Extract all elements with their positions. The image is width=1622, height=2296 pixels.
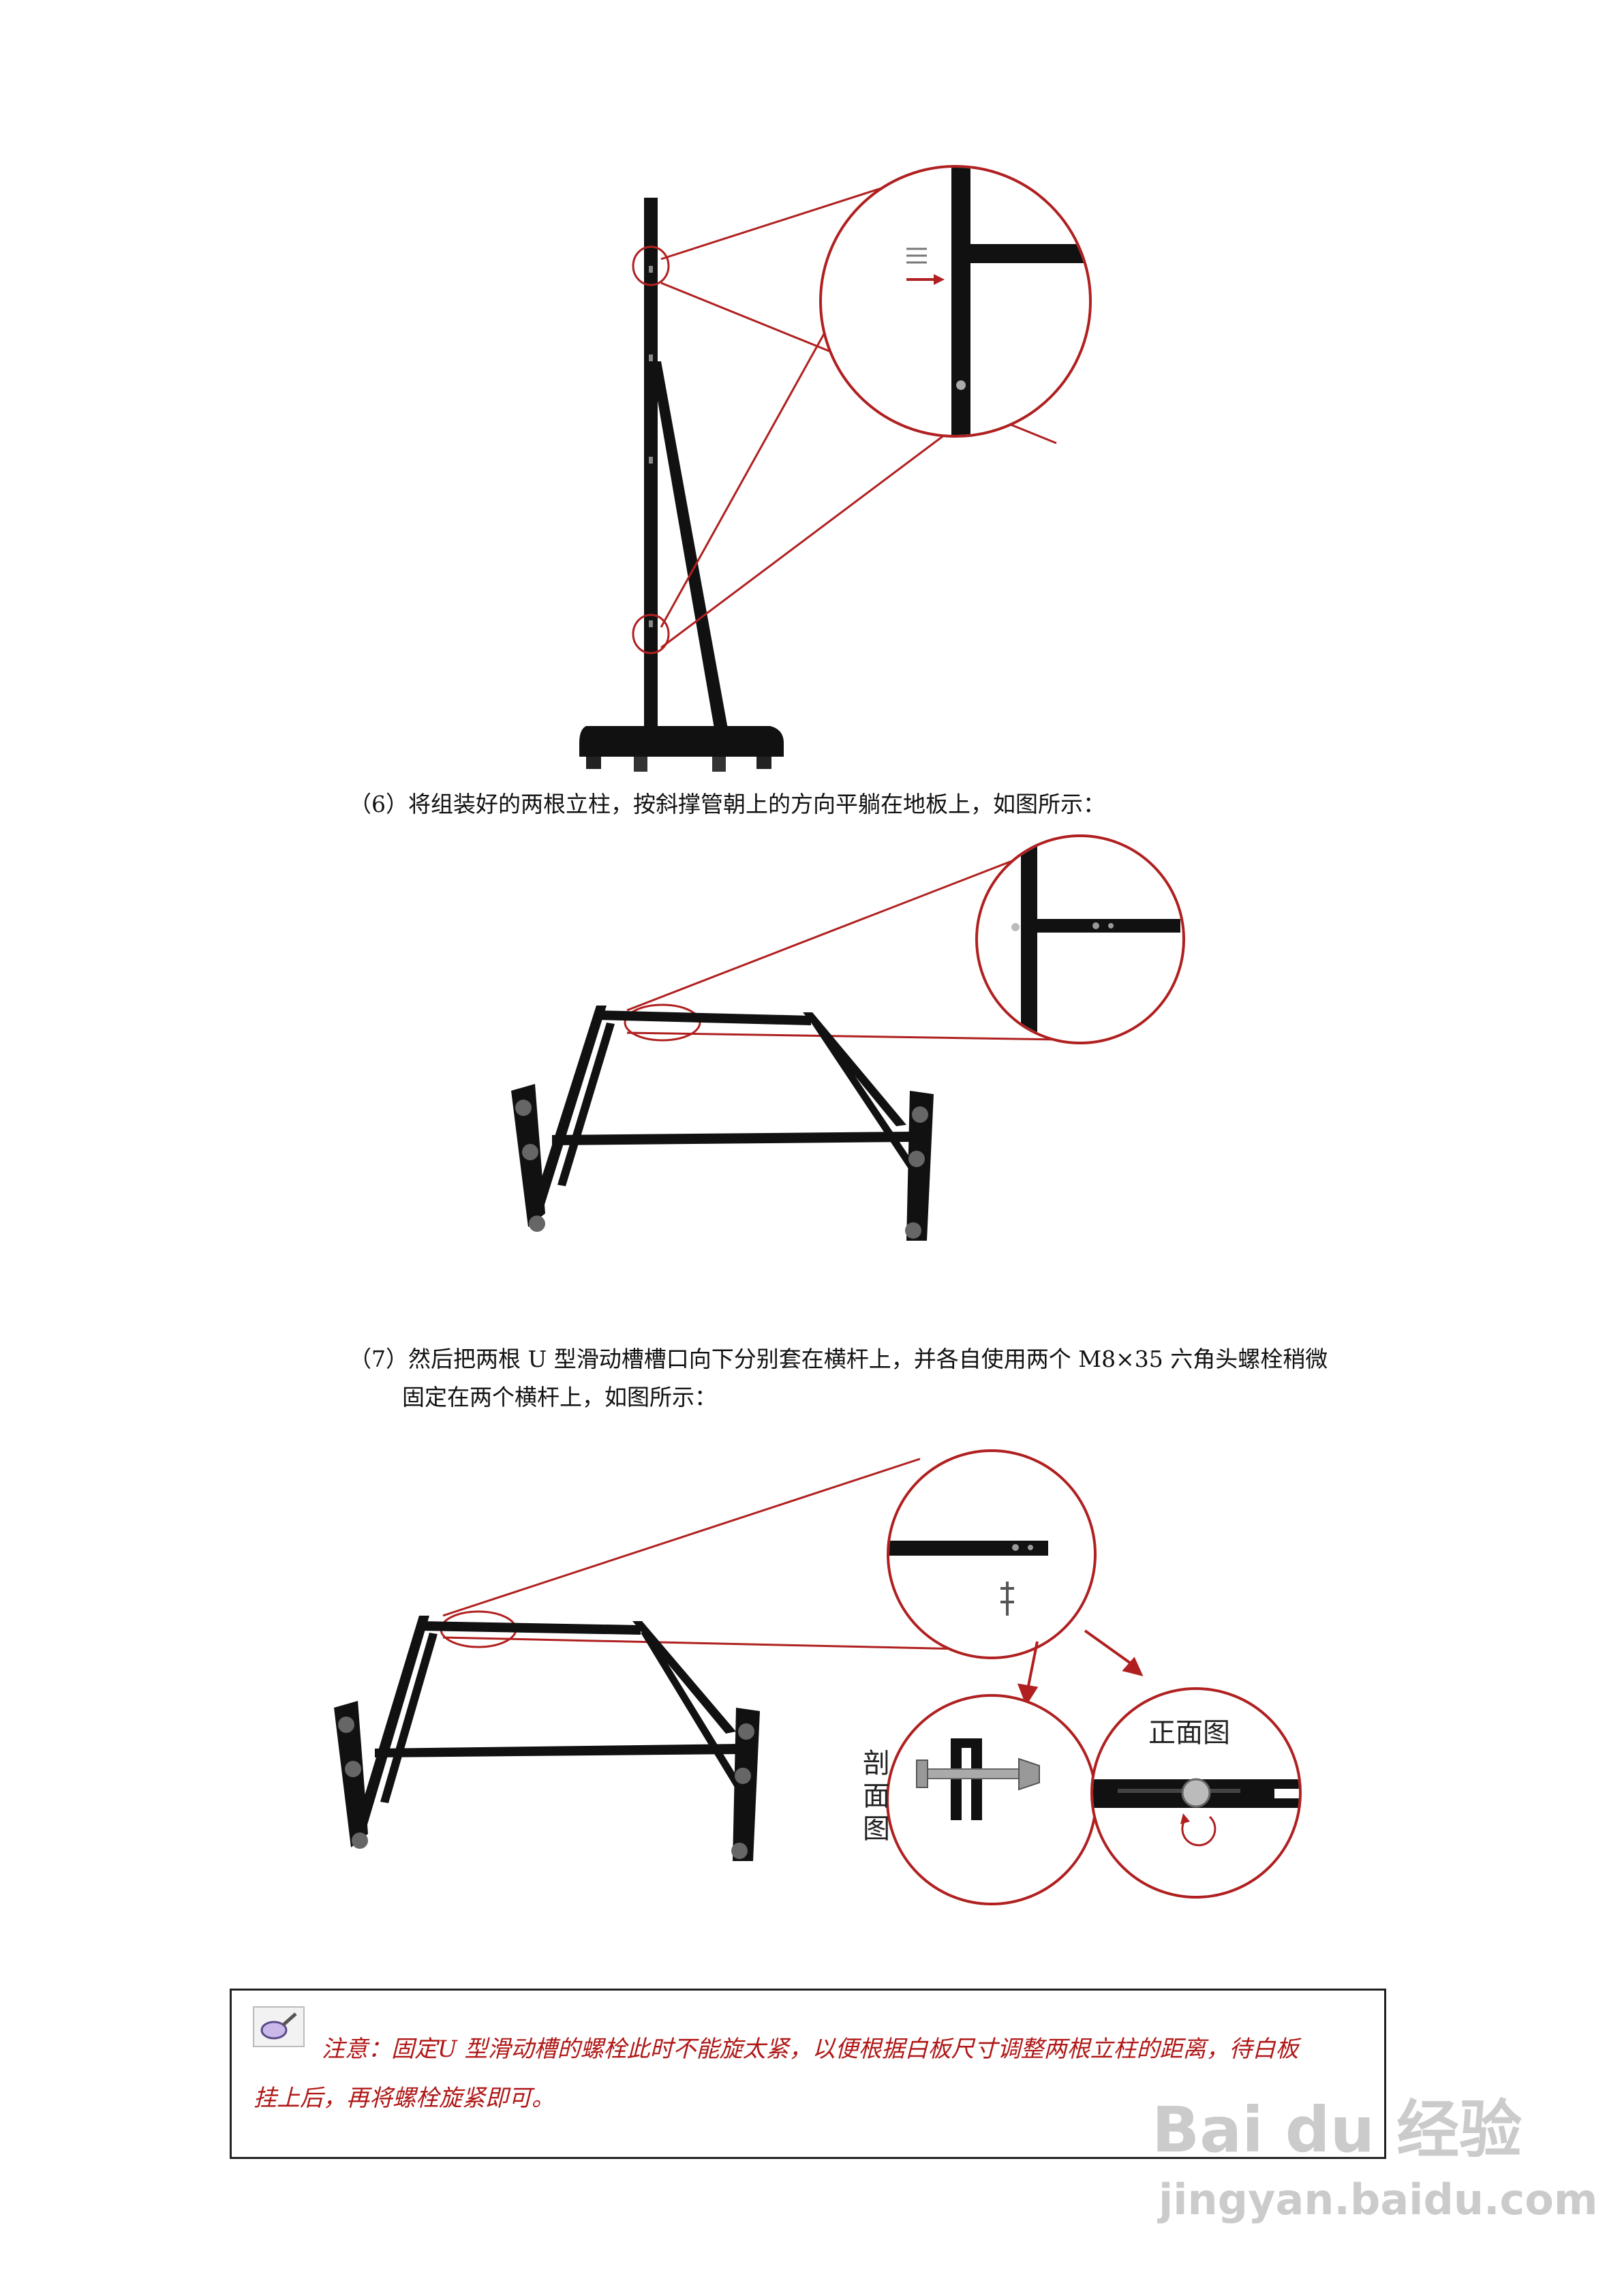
diagonal-brace [651,361,729,736]
frame-lying-figure [511,834,1185,1241]
caster-wheels [586,757,771,772]
pointer-arrows [1017,1629,1144,1706]
section-view-label: 剖面图 [858,1749,889,1847]
stand-upright-figure [579,165,1092,772]
baidu-watermark: Bai du 经验 jingyan.baidu.com [1152,2079,1597,2270]
note-line-1: 注意：固定U 型滑动槽的螺栓此时不能旋太紧，以便根据白板尺寸调整两根立柱的距离，… [322,2036,1299,2063]
frame-sliding-channel-figure: 剖面图 正面图 [334,1449,1302,1905]
step6-caption: （6）将组装好的两根立柱，按斜撑管朝上的方向平躺在地板上，如图所示： [349,791,1105,817]
watermark-brand: Bai du 经验 [1152,2094,1522,2166]
detail-marker-top [632,245,670,286]
zoom-detail-circle-2 [975,834,1185,1044]
zoom-detail-circle [819,165,1092,438]
front-view-label: 正面图 [1148,1717,1230,1749]
note-line-2: 挂上后，再将螺栓旋紧即可。 [254,2085,555,2112]
magnifier-icon [253,2006,305,2047]
step7-caption-line1: （7）然后把两根 U 型滑动槽槽口向下分别套在横杆上，并各自使用两个 M8×35… [349,1346,1328,1372]
stand-base [579,726,784,757]
front-view-circle [1090,1687,1302,1899]
note-text: 注意：固定U 型滑动槽的螺栓此时不能旋太紧，以便根据白板尺寸调整两根立柱的距离，… [254,2036,1371,2123]
detail-marker-bottom [632,614,670,654]
zoom-detail-circle-3 [887,1449,1097,1659]
step7-caption-line2: 固定在两个横杆上，如图所示： [402,1384,717,1410]
note-box: 注意：固定U 型滑动槽的螺栓此时不能旋太紧，以便根据白板尺寸调整两根立柱的距离，… [230,1989,1386,2159]
watermark-url: jingyan.baidu.com [1159,2175,1598,2224]
section-view-circle [886,1694,1097,1905]
